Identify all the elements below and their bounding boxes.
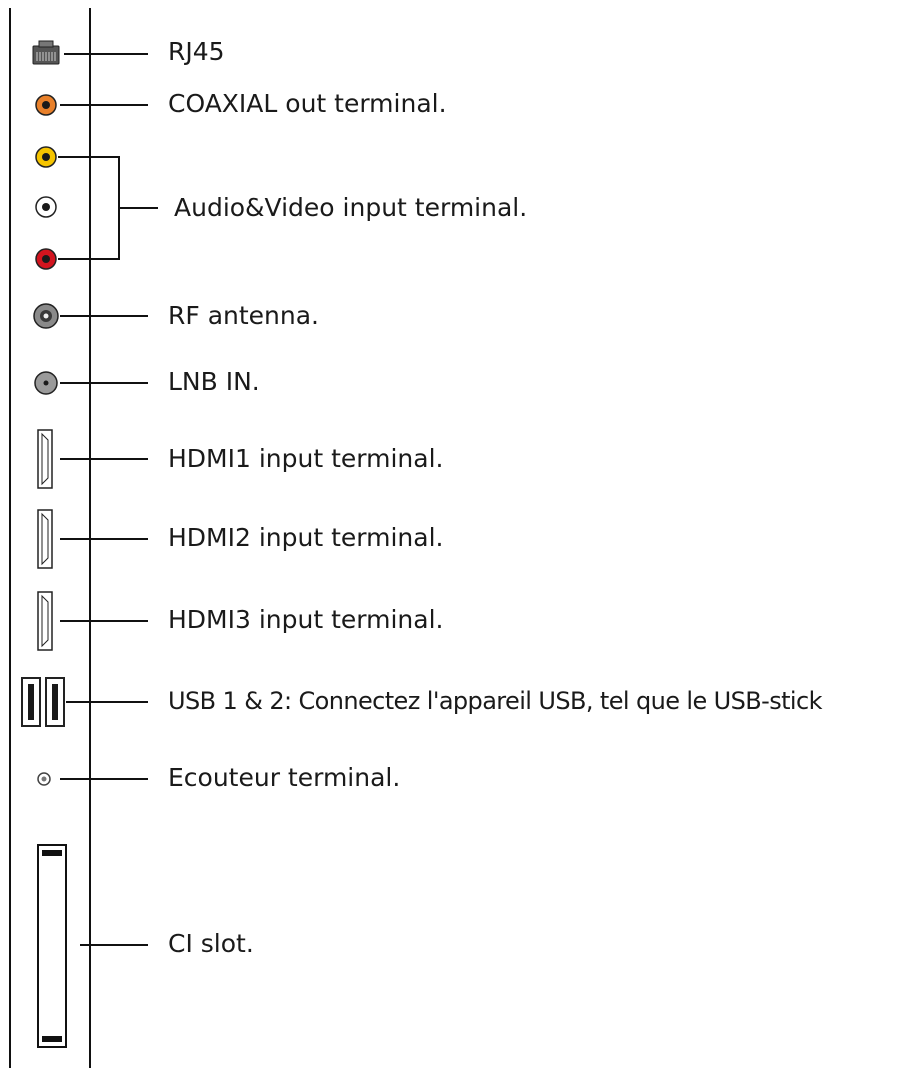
rj45-icon [32,40,60,65]
av-yellow-jack-icon [35,146,57,168]
label-hdmi2: HDMI2 input terminal. [168,523,444,552]
hdmi-port-icon [37,509,53,569]
hdmi-port-icon [37,429,53,489]
usb-port-icon [21,677,65,727]
label-ci: CI slot. [168,929,254,958]
rf-antenna-icon [33,303,59,329]
label-usb: USB 1 & 2: Connectez l'appareil USB, tel… [168,687,822,715]
label-rf: RF antenna. [168,301,320,330]
label-coaxial: COAXIAL out terminal. [168,89,447,118]
label-earphone: Ecouteur terminal. [168,763,401,792]
av-white-jack-icon [35,196,57,218]
label-hdmi3: HDMI3 input terminal. [168,605,444,634]
leader-av-bracket [58,156,120,260]
hdmi-port-icon [37,591,53,651]
av-red-jack-icon [35,248,57,270]
earphone-jack-icon [37,772,51,786]
ci-slot-icon [37,844,67,1048]
label-hdmi1: HDMI1 input terminal. [168,444,444,473]
label-av: Audio&Video input terminal. [174,193,528,222]
coaxial-jack-icon [35,94,57,116]
label-rj45: RJ45 [168,37,225,66]
lnb-jack-icon [34,371,58,395]
label-lnb: LNB IN. [168,367,260,396]
